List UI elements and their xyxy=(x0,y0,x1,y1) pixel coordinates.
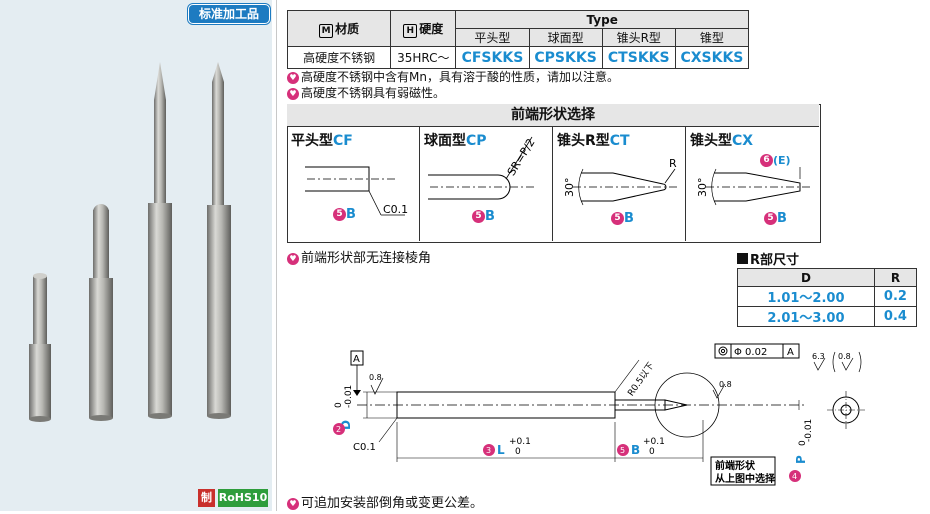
shape-select-title: 前端形状选择 xyxy=(287,104,819,127)
note-magnetic: ♥高硬度不锈钢具有弱磁性。 xyxy=(287,84,445,101)
type-header: Type xyxy=(455,10,749,29)
shape-ball-label: 球面型CP xyxy=(424,133,487,149)
bottom-note: ♥可追加安装部倒角或变更公差。 xyxy=(287,492,483,511)
r-table-header-d: D xyxy=(737,268,875,287)
r-size-table: D R 1.01～2.00 0.2 2.01～3.00 0.4 xyxy=(737,268,918,327)
rohs-badge: RoHS10 xyxy=(218,489,268,507)
note-text-2: 高硬度不锈钢具有弱磁性。 xyxy=(301,86,446,100)
type-code-cfskks: CFSKKS xyxy=(455,46,530,69)
l-tol-plus: +0.1 xyxy=(509,437,531,447)
c01-label: C0.1 xyxy=(383,203,408,216)
hardness-value: 35HRC～ xyxy=(390,46,457,69)
concentricity-datum: A xyxy=(787,347,794,358)
warning-icon: ♥ xyxy=(287,87,299,100)
p-tol-upper: 0 xyxy=(798,440,808,446)
b-num: 5 xyxy=(620,446,625,455)
shape-note: ♥前端形状部无连接棱角 xyxy=(287,247,431,266)
e-dimension-label: 6(E) xyxy=(760,153,791,167)
datum-a-label: A xyxy=(353,354,360,365)
shape-flat-drawing: C0.1 xyxy=(305,166,408,216)
l-tol-zero: 0 xyxy=(515,447,521,457)
material-header: 材质 xyxy=(335,21,360,36)
d-num: 2 xyxy=(336,425,341,434)
p-num: 4 xyxy=(792,472,797,481)
pin-technical-drawing: A 0.8 0 -0.01 D 2 C0.1 R0.5以下 0.8 3 L +0… xyxy=(333,343,865,486)
standard-processing-badge: 标准加工品 xyxy=(188,4,270,24)
type-code-cxskks: CXSKKS xyxy=(674,46,750,69)
hardness-mark-icon: H xyxy=(403,23,418,38)
manufacture-badge: 制 xyxy=(198,489,215,507)
product-pins-image xyxy=(29,62,231,422)
angle-label: 30° xyxy=(563,178,576,198)
panel-divider xyxy=(276,0,277,511)
hardness-header: 硬度 xyxy=(419,21,444,36)
shape-ball-drawing: SR=P/2 xyxy=(428,136,538,200)
type-col-flat: 平头型 xyxy=(455,28,530,47)
p-label: P xyxy=(794,455,808,464)
concentricity-value: Φ 0.02 xyxy=(734,347,767,358)
b-tol-plus: +0.1 xyxy=(643,437,665,447)
c01-drawing-label: C0.1 xyxy=(353,442,376,453)
d-tol-upper: 0 xyxy=(334,402,344,408)
note-manganese: ♥高硬度不锈钢中含有Mn，具有溶于酸的性质，请加以注意。 xyxy=(287,68,619,85)
front-shape-label: 前端形状 xyxy=(715,459,756,472)
material-value: 高硬度不锈钢 xyxy=(286,46,392,69)
d-label: D xyxy=(339,420,353,430)
sr-label: SR=P/2 xyxy=(505,136,538,178)
material-mark-icon: M xyxy=(319,23,334,38)
type-code-cpskks: CPSKKS xyxy=(528,46,603,69)
type-col-ball: 球面型 xyxy=(528,28,603,47)
r-table-title: R部尺寸 xyxy=(737,249,799,268)
roughness-left: 0.8 xyxy=(369,373,382,382)
shape-conical-r-drawing: 30° R xyxy=(563,157,679,206)
roughness-08-end: 0.8 xyxy=(838,352,851,361)
shape-conical-r-label: 锥头R型CT xyxy=(557,133,630,149)
shape-conical-label: 锥头型CX xyxy=(690,133,754,149)
r-table-d-2: 2.01～3.00 xyxy=(737,306,875,327)
r-table-r-1: 0.2 xyxy=(873,286,918,307)
square-icon xyxy=(737,253,748,264)
type-code-ctskks: CTSKKS xyxy=(601,46,676,69)
r-label: R xyxy=(669,157,677,170)
shape-flat-label: 平头型CF xyxy=(291,133,353,149)
type-col-conical-r: 锥头R型 xyxy=(601,28,676,47)
l-label: L xyxy=(497,443,505,457)
roughness-right: 0.8 xyxy=(719,380,732,389)
warning-icon: ♥ xyxy=(287,71,299,84)
r-table-header-r: R xyxy=(873,268,918,287)
roughness-63: 6.3 xyxy=(812,352,825,361)
r-table-r-2: 0.4 xyxy=(873,306,918,327)
front-shape-sub-label: 从上图中选择 xyxy=(715,472,776,485)
shape-conical-drawing: 30° xyxy=(696,167,812,206)
b-label: B xyxy=(631,443,640,457)
warning-icon: ♥ xyxy=(287,252,299,265)
warning-icon: ♥ xyxy=(287,497,299,510)
d-tol-lower: -0.01 xyxy=(344,385,354,408)
angle-label: 30° xyxy=(696,178,709,198)
r-table-d-1: 1.01～2.00 xyxy=(737,286,875,307)
r05-label: R0.5以下 xyxy=(626,361,656,398)
l-num: 3 xyxy=(486,446,491,455)
b-tol-zero: 0 xyxy=(649,447,655,457)
type-col-conical: 锥型 xyxy=(674,28,750,47)
p-tol-lower: -0.01 xyxy=(804,419,814,442)
note-text-1: 高硬度不锈钢中含有Mn，具有溶于酸的性质，请加以注意。 xyxy=(301,70,619,84)
product-image-panel xyxy=(0,0,272,511)
